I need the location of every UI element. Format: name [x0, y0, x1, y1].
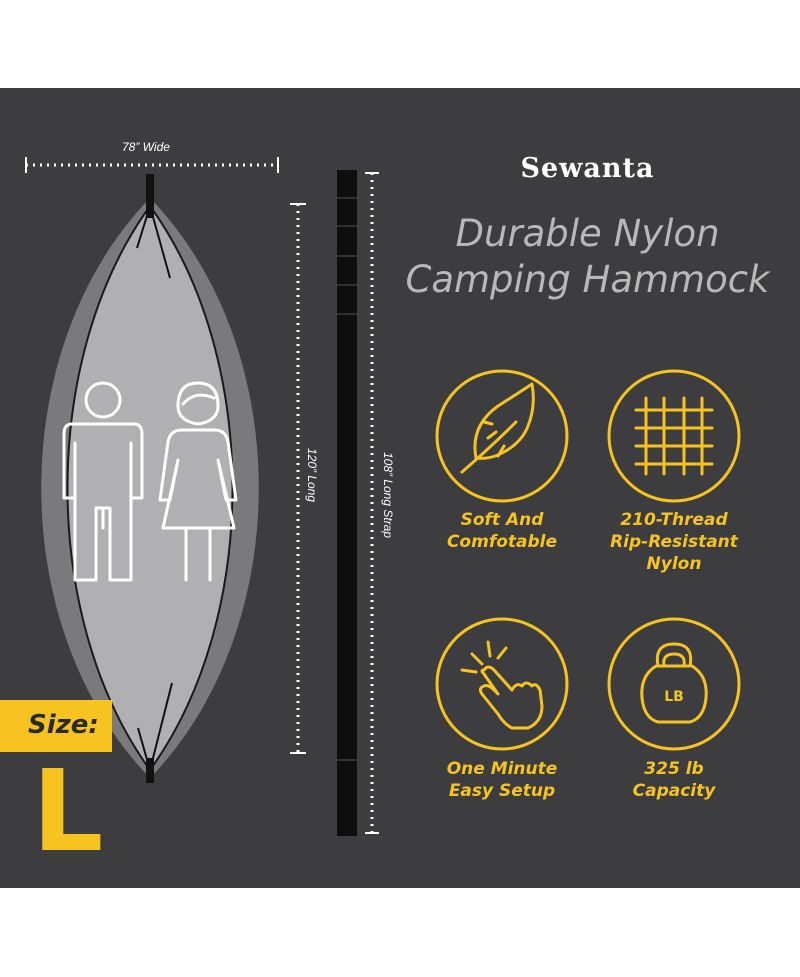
feature-line: Easy Setup	[448, 781, 556, 801]
kettlebell-lb-text: LB	[664, 689, 684, 705]
headline-line-1: Durable Nylon	[455, 212, 720, 255]
woman-figure-icon	[158, 381, 238, 582]
feature-thread-caption: 210-Thread Rip-Resistant Nylon	[584, 509, 764, 575]
strap-bar	[337, 170, 357, 836]
feature-line: 210-Thread	[620, 510, 728, 530]
product-panel: 78” Wide 120” Long 108” Long Strap Sewan…	[0, 88, 800, 888]
feature-line: Nylon	[646, 554, 702, 574]
man-figure-icon	[62, 381, 144, 582]
width-label: 78” Wide	[122, 140, 170, 154]
feature-line: Capacity	[632, 781, 716, 801]
size-value: L	[32, 747, 104, 877]
tap-hand-icon	[435, 617, 569, 751]
brand-logo: Sewanta	[520, 153, 655, 184]
feature-line: Comfotable	[446, 532, 558, 552]
feather-icon	[435, 369, 569, 503]
strap-label: 108” Long Strap	[381, 451, 395, 539]
feature-soft-caption: Soft And Comfotable	[412, 509, 592, 553]
woven-thread-icon	[607, 369, 741, 503]
feature-setup-caption: One Minute Easy Setup	[412, 758, 592, 802]
feature-line: Rip-Resistant	[610, 532, 738, 552]
feature-line: 325 lb	[644, 759, 704, 779]
feature-capacity-caption: 325 lb Capacity	[584, 758, 764, 802]
feature-line: Soft And	[460, 510, 544, 530]
hammock-illustration	[25, 157, 306, 783]
size-badge	[0, 700, 112, 752]
kettlebell-icon: LB	[607, 617, 741, 751]
size-label: Size:	[28, 710, 99, 740]
strap-illustration	[337, 170, 379, 836]
length-label: 120” Long	[305, 447, 319, 503]
feature-line: One Minute	[446, 759, 558, 779]
headline-line-2: Camping Hammock	[405, 258, 770, 301]
